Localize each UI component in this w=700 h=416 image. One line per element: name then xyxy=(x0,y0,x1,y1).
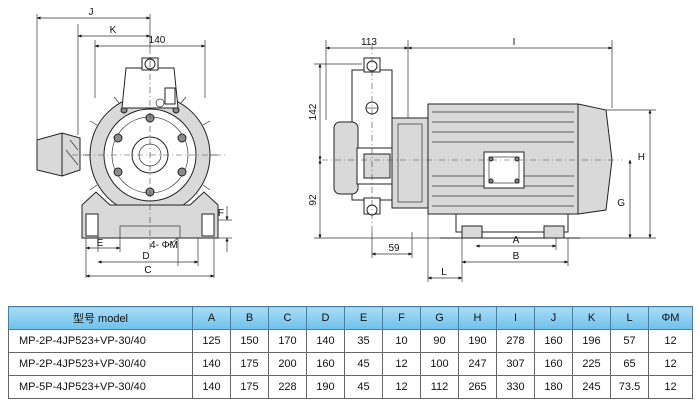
technical-drawing: J K 140 F E 4- ΦM D C xyxy=(36,7,656,282)
table-row: MP-2P-4JP523+VP-30/40 125 150 170 140 35… xyxy=(8,329,693,353)
cell-F: 12 xyxy=(382,352,421,376)
header-I: I xyxy=(496,306,535,330)
cell-K: 196 xyxy=(572,329,611,353)
cell-B: 150 xyxy=(230,329,269,353)
header-G: G xyxy=(420,306,459,330)
side-view-dimensions: 113 I 142 92 H G 59 A B L xyxy=(308,37,656,282)
cell-G: 100 xyxy=(420,352,459,376)
cell-model: MP-5P-4JP523+VP-30/40 xyxy=(8,375,193,399)
cell-phiM: 12 xyxy=(648,352,693,376)
spec-table: 型号 model A B C D E F G H I J K L ΦM MP-2… xyxy=(8,306,693,399)
cell-J: 160 xyxy=(534,329,573,353)
cell-I: 278 xyxy=(496,329,535,353)
cell-model: MP-2P-4JP523+VP-30/40 xyxy=(8,352,193,376)
table-header-row: 型号 model A B C D E F G H I J K L ΦM xyxy=(8,306,693,330)
dim-G: G xyxy=(617,198,625,209)
cell-E: 45 xyxy=(344,375,383,399)
cell-F: 12 xyxy=(382,375,421,399)
cell-G: 112 xyxy=(420,375,459,399)
dim-142: 142 xyxy=(308,103,319,120)
header-C: C xyxy=(268,306,307,330)
front-view xyxy=(36,48,226,252)
cell-E: 45 xyxy=(344,352,383,376)
table-row: MP-2P-4JP523+VP-30/40 140 175 200 160 45… xyxy=(8,352,693,376)
header-K: K xyxy=(572,306,611,330)
dim-E: E xyxy=(97,238,104,249)
cell-I: 330 xyxy=(496,375,535,399)
header-D: D xyxy=(306,306,345,330)
dim-K: K xyxy=(110,25,117,36)
cell-G: 90 xyxy=(420,329,459,353)
cell-K: 245 xyxy=(572,375,611,399)
cell-C: 200 xyxy=(268,352,307,376)
cell-D: 140 xyxy=(306,329,345,353)
dim-C: C xyxy=(144,265,151,276)
cell-B: 175 xyxy=(230,352,269,376)
dim-92: 92 xyxy=(308,194,319,206)
cell-L: 73.5 xyxy=(610,375,649,399)
dim-I: I xyxy=(513,37,516,48)
header-H: H xyxy=(458,306,497,330)
cell-E: 35 xyxy=(344,329,383,353)
cell-D: 190 xyxy=(306,375,345,399)
adaptor xyxy=(391,117,429,209)
cell-H: 247 xyxy=(458,352,497,376)
cell-A: 125 xyxy=(192,329,231,353)
header-J: J xyxy=(534,306,573,330)
header-A: A xyxy=(192,306,231,330)
dim-D: D xyxy=(142,251,149,262)
cell-K: 225 xyxy=(572,352,611,376)
cell-I: 307 xyxy=(496,352,535,376)
header-model: 型号 model xyxy=(8,306,193,330)
dim-B: B xyxy=(513,251,520,262)
cell-H: 265 xyxy=(458,375,497,399)
header-F: F xyxy=(382,306,421,330)
header-phiM: ΦM xyxy=(648,306,693,330)
header-E: E xyxy=(344,306,383,330)
cell-A: 140 xyxy=(192,375,231,399)
cell-L: 65 xyxy=(610,352,649,376)
dim-140-front: 140 xyxy=(149,35,166,46)
dim-phiM: 4- ΦM xyxy=(150,240,178,251)
cell-L: 57 xyxy=(610,329,649,353)
dim-A: A xyxy=(513,235,520,246)
dim-H: H xyxy=(638,152,645,163)
dim-J: J xyxy=(89,7,94,18)
dim-113: 113 xyxy=(361,37,377,48)
cell-J: 160 xyxy=(534,352,573,376)
cell-J: 180 xyxy=(534,375,573,399)
dim-L: L xyxy=(441,267,447,278)
dim-F: F xyxy=(218,208,224,219)
cell-phiM: 12 xyxy=(648,329,693,353)
cell-D: 160 xyxy=(306,352,345,376)
cell-F: 10 xyxy=(382,329,421,353)
cell-B: 175 xyxy=(230,375,269,399)
cell-A: 140 xyxy=(192,352,231,376)
side-view xyxy=(322,44,622,239)
cell-H: 190 xyxy=(458,329,497,353)
terminal-box xyxy=(36,132,81,177)
header-L: L xyxy=(610,306,649,330)
table-row: MP-5P-4JP523+VP-30/40 140 175 228 190 45… xyxy=(8,375,693,399)
header-B: B xyxy=(230,306,269,330)
cell-C: 228 xyxy=(268,375,307,399)
dim-59: 59 xyxy=(388,243,400,254)
cell-C: 170 xyxy=(268,329,307,353)
cell-phiM: 12 xyxy=(648,375,693,399)
cell-model: MP-2P-4JP523+VP-30/40 xyxy=(8,329,193,353)
front-view-dimensions: J K 140 F E 4- ΦM D C xyxy=(36,7,232,278)
